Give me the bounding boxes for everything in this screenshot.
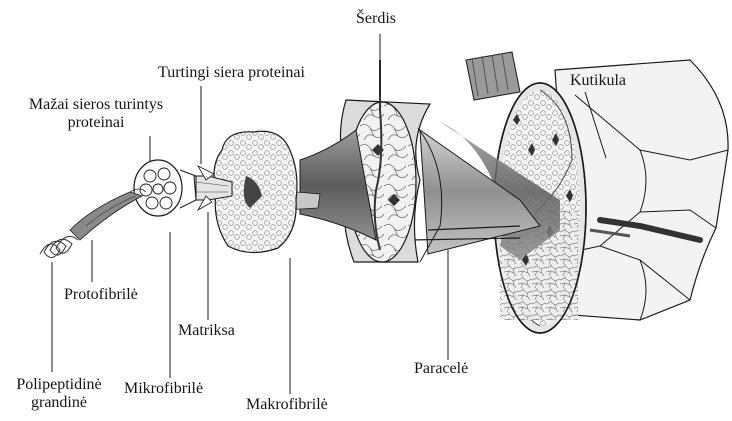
- cuticle-flap: [466, 52, 520, 100]
- label-polipeptidine-grandine: Polipeptidinė grandinė: [4, 376, 114, 412]
- label-matriksa: Matriksa: [178, 322, 235, 340]
- label-mazai-line2: proteinai: [8, 114, 184, 132]
- label-paracele: Paracelė: [414, 360, 468, 378]
- label-makrofibrile: Makrofibrilė: [246, 396, 328, 414]
- microfibril-section: [134, 160, 196, 216]
- label-mikrofibrile: Mikrofibrilė: [124, 380, 203, 398]
- label-kutikula: Kutikula: [570, 72, 626, 90]
- label-polipeptidine-line2: grandinė: [4, 394, 114, 412]
- label-mazai-line1: Mažai sieros turintys: [8, 96, 184, 114]
- label-mazai-sieros: Mažai sieros turintys proteinai: [8, 96, 184, 132]
- label-turtingi-siera-proteinai: Turtingi siera proteinai: [158, 64, 305, 82]
- label-polipeptidine-line1: Polipeptidinė: [4, 376, 114, 394]
- label-serdis: Šerdis: [356, 10, 396, 28]
- polypeptide-coil: [40, 236, 78, 257]
- protofibril-strand: [70, 189, 146, 240]
- label-protofibrile: Protofibrilė: [64, 286, 138, 304]
